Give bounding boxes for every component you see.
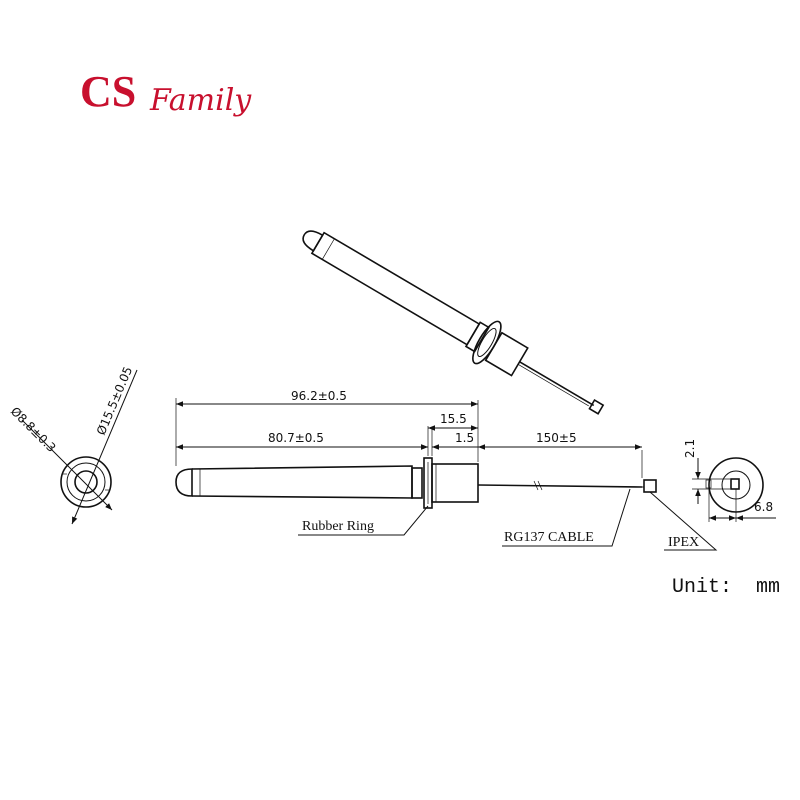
rubber-ring-label: Rubber Ring: [302, 519, 374, 534]
outer-diameter-leader: [71, 369, 138, 525]
perspective-tip: [302, 230, 324, 252]
side-view: 96.2±0.5 80.7±0.5 15.5 1.5 150±5 Rubber …: [175, 389, 718, 551]
outer-circle: [60, 456, 112, 508]
logo-word: Family: [149, 83, 252, 118]
cable: [477, 484, 643, 488]
body-length-label: 80.7±0.5: [268, 431, 324, 445]
unit-label: Unit: mm: [672, 576, 780, 599]
ipex-label: IPEX: [668, 535, 699, 550]
antenna-collar: [411, 467, 423, 499]
perspective-base: [484, 331, 529, 377]
connector-height-label: 2.1: [683, 439, 697, 458]
perspective-cable: [519, 361, 595, 407]
cable-leader: [502, 488, 631, 547]
perspective-ring-inner: [477, 327, 497, 357]
cable-break-2: [537, 480, 543, 491]
overall-length-label: 96.2±0.5: [291, 389, 347, 403]
cable-break-1: [533, 480, 539, 491]
inner-diameter-label: Ø8.8±0.3: [8, 404, 59, 455]
end-view-left: Ø8.8±0.3 Ø15.5±0.05: [8, 365, 138, 525]
perspective-ipex: [588, 398, 605, 415]
logo-mark: CS: [80, 67, 136, 116]
end-view-right: 2.1 6.8: [683, 439, 776, 522]
middle-circle: [66, 462, 106, 502]
cable-length-label: 150±5: [536, 431, 577, 445]
cable-label: RG137 CABLE: [504, 530, 594, 545]
ipex-connector: [643, 479, 657, 493]
antenna-tip: [175, 468, 193, 497]
outer-diameter-label: Ø15.5±0.05: [94, 365, 135, 438]
inner-diameter-leader: [21, 419, 113, 511]
base-length-label: 15.5: [440, 412, 467, 426]
perspective-body-seam: [321, 238, 335, 260]
connector-pin: [730, 478, 740, 490]
rubber-ring-leader: [298, 505, 429, 536]
perspective-collar: [464, 321, 490, 353]
antenna-base: [431, 463, 479, 503]
connector-width-label: 6.8: [754, 500, 773, 514]
ring-thickness-label: 1.5: [455, 431, 474, 445]
brand-logo: CS Family: [80, 67, 252, 118]
antenna-body: [191, 465, 413, 499]
perspective-view: [302, 230, 605, 415]
perspective-cable-edge: [517, 364, 589, 407]
perspective-body: [310, 231, 481, 346]
inner-circle: [74, 470, 98, 494]
connector-tab: [705, 479, 712, 489]
ipex-leader: [649, 491, 718, 551]
